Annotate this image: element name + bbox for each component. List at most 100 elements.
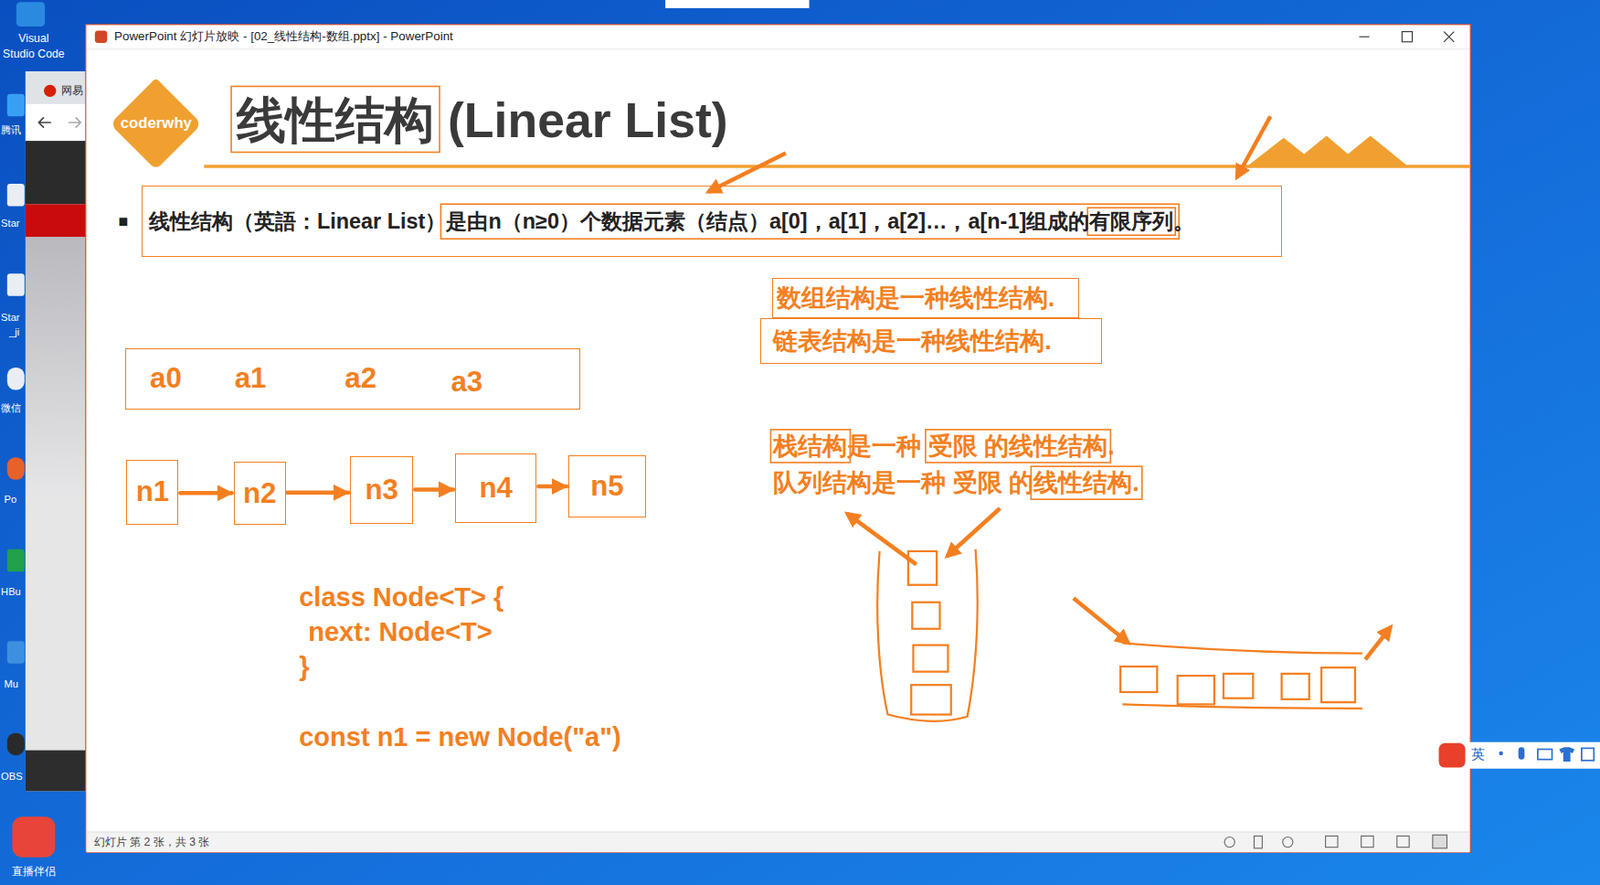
node-text: n5 — [590, 468, 624, 504]
pop-arrow — [847, 513, 917, 565]
desktop-icon — [7, 732, 25, 756]
page-footer — [25, 750, 87, 792]
status-bar — [86, 831, 1470, 852]
ime-tools — [1581, 747, 1594, 760]
page-image — [25, 236, 87, 498]
stack-item — [912, 645, 948, 672]
stack-item — [908, 550, 937, 585]
node-text: 数组结构是一种线性结构. — [776, 283, 1055, 313]
desktop-icon-label: Mu — [3, 678, 19, 691]
array-box: a0 a1 a2 a3 — [125, 348, 581, 410]
link-arrow — [180, 490, 232, 496]
powerpoint-window — [85, 24, 1471, 852]
list-node: n2 — [233, 461, 287, 525]
queue-item — [1282, 673, 1310, 700]
desktop-icon-label: Star — [0, 312, 20, 325]
queue-item — [1223, 673, 1253, 699]
top-bar — [665, 0, 809, 9]
queue-item — [1120, 666, 1157, 692]
desktop-icon-label: Visual — [18, 31, 49, 46]
desktop-icon — [7, 640, 25, 664]
handwritten-note: 队列结构是一种 受限 的线性结构. — [773, 467, 1139, 498]
browser-nav-bar — [25, 104, 87, 141]
desktop-icon-label: _ji — [9, 326, 20, 339]
desktop-icon-label: HBu — [0, 585, 22, 598]
browser-window — [25, 71, 87, 791]
code-line: } — [298, 650, 309, 683]
note-box: 链表结构是一种线性结构. — [760, 317, 1102, 363]
slide-title: 线性结构 (Linear List) — [236, 89, 729, 149]
app-icon — [95, 30, 107, 43]
desktop-icon-label: Po — [3, 493, 17, 506]
list-node: n5 — [568, 455, 647, 518]
handwritten-note: 栈结构是一种 受限 的线性结构. — [773, 431, 1114, 461]
maximize-button — [1401, 31, 1412, 43]
code-line: const n1 = new Node("a") — [298, 720, 621, 753]
queue-item — [1321, 667, 1356, 702]
node-text: n3 — [364, 472, 398, 508]
title-bar-divider — [86, 48, 1470, 50]
node-text: 线性结构（英語：Linear List）是由n（n≥0）个数据元素（结点）a[0… — [148, 208, 1195, 234]
mountain-decoration — [1247, 135, 1409, 166]
node-text: n2 — [243, 476, 276, 511]
page-header — [25, 140, 87, 204]
code-line: class Node<T> { — [298, 581, 504, 614]
ime-toolbar — [1433, 741, 1600, 769]
next-slide-button — [1282, 837, 1293, 848]
list-node: n1 — [126, 459, 179, 525]
enqueue-arrow — [1073, 597, 1129, 643]
array-element: a2 — [344, 361, 377, 397]
ime-logo — [1439, 742, 1466, 768]
status-bar-divider — [86, 830, 1470, 832]
logo-diamond: coderwhy — [106, 74, 205, 173]
desktop-icon — [7, 94, 25, 117]
desktop-icon-label: Star — [0, 217, 20, 230]
array-element: a0 — [149, 361, 182, 397]
stack-item — [911, 684, 952, 714]
ime-mic — [1518, 746, 1526, 759]
ime-keyboard — [1537, 749, 1553, 760]
desktop-icon — [7, 456, 25, 480]
link-arrow — [287, 490, 349, 496]
stack-item — [911, 602, 940, 629]
desktop-icon — [7, 367, 25, 391]
annotation-arrow — [1236, 116, 1271, 178]
node-text: n4 — [478, 470, 512, 506]
page-body — [25, 497, 87, 751]
browser-tab-title: 网易 — [61, 84, 84, 98]
array-element: a1 — [234, 361, 267, 397]
queue-bottom-line — [1122, 703, 1362, 708]
bullet: ■ — [118, 212, 129, 233]
link-arrow — [414, 487, 454, 492]
normal-view-button — [1325, 835, 1338, 847]
minimize-button — [1358, 36, 1369, 38]
window-title: PowerPoint 幻灯片放映 - [02_线性结构-数组.pptx] - P… — [114, 29, 454, 44]
desktop-icon-label: 微信 — [0, 402, 22, 414]
back-button — [38, 116, 51, 128]
note-box: 数组结构是一种线性结构. — [772, 277, 1080, 319]
desktop-icon-label: Studio Code — [2, 47, 65, 62]
queue-item — [1177, 675, 1215, 704]
reading-view-button — [1397, 835, 1410, 847]
link-arrow — [538, 484, 567, 489]
tab-icon — [43, 84, 56, 97]
page-banner — [25, 203, 87, 237]
sorter-view-button — [1361, 835, 1374, 847]
ime-punctuation — [1498, 751, 1503, 755]
list-node: n4 — [455, 453, 537, 523]
desktop-icon — [16, 1, 45, 27]
queue-top-line — [1122, 642, 1362, 653]
desktop-icon — [7, 549, 25, 573]
definition-box: 线性结构（英語：Linear List）是由n（n≥0）个数据元素（结点）a[0… — [141, 185, 1282, 257]
stack-container — [877, 549, 978, 721]
list-node: n3 — [349, 455, 414, 524]
desktop-icon — [7, 183, 25, 207]
slideshow-button — [1432, 834, 1448, 848]
node-text: n1 — [136, 474, 170, 509]
array-element: a3 — [450, 364, 483, 400]
node-text: 链表结构是一种线性结构. — [773, 326, 1051, 356]
prev-slide-button — [1224, 837, 1235, 848]
logo-text: coderwhy — [120, 114, 192, 133]
